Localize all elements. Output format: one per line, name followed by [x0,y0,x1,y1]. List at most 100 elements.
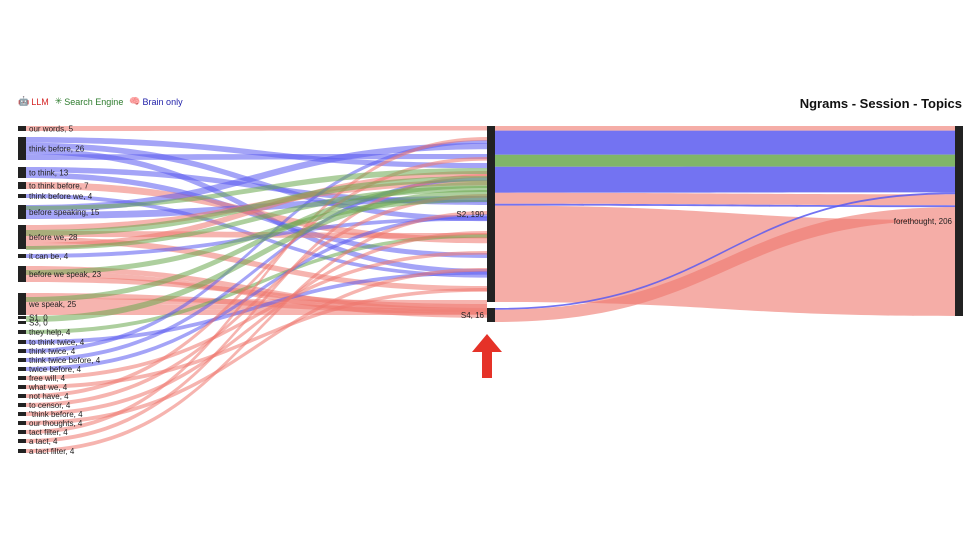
label-before-we-28: before we, 28 [29,233,78,242]
node-our-thoughts-4 [18,421,26,425]
node-free-will-4 [18,376,26,380]
legend-label-search-engine: Search Engine [64,96,124,107]
link-a-tact-4-35 [26,174,487,443]
label-our-thoughts-4: our thoughts, 4 [29,419,83,428]
node-to-censor-4 [18,403,26,407]
node-tact-filter-4 [18,430,26,434]
label-before-speaking-15: before speaking, 15 [29,208,100,217]
left-links [26,126,487,453]
label-our-words-5: our words, 5 [29,125,74,134]
link-think-before-26-1 [26,137,487,169]
brain-icon: 🧠 [129,96,141,106]
search-engine-icon: ✳ [54,96,63,106]
node-think-before-4 [18,412,26,416]
flow-s2-190-llm-4 [495,192,955,206]
label-s3-0: S3, 0 [29,319,48,328]
node-they-help-4 [18,330,26,334]
label-to-censor-4: to censor, 4 [29,401,71,410]
node-our-words-5 [18,126,26,131]
link-to-censor-4-31 [26,194,487,407]
label-they-help-4: they help, 4 [29,328,71,337]
label-think-before-we-4: think before we, 4 [29,192,93,201]
nodes [18,126,963,453]
link-search-engine-40 [26,182,487,302]
link-think-before-4-32 [26,231,487,416]
label-we-speak-25: we speak, 25 [28,300,77,309]
label-what-we-4: what we, 4 [28,383,68,392]
link-search-engine-39 [26,196,487,275]
flow-s4-16-brain-only-7 [495,192,955,310]
link-think-twice-before-4-26 [26,177,487,362]
label-think-before-4: "think before, 4 [29,410,83,419]
link-tact-filter-4-34 [26,137,487,434]
label-s1-0: S1, 0 [29,314,48,323]
node-to-think-13 [18,167,26,178]
label-twice-before-4: twice before, 4 [29,365,82,374]
node-think-before-26 [18,137,26,160]
label-think-twice-before-4: think twice before, 4 [29,356,101,365]
label-not-have-4: not have, 4 [29,392,69,401]
node-a-tact-4 [18,439,26,443]
link-twice-before-4-27 [26,214,487,371]
node-before-we-speak-23 [18,266,26,282]
label-free-will-4: free will, 4 [29,374,66,383]
node-twice-before-4 [18,367,26,371]
flow-s2-190-llm-0 [495,126,955,131]
chart-title: Ngrams - Session - Topics [799,96,962,111]
link-think-twice-4-25 [26,140,487,353]
node-s3-0 [18,321,26,324]
label-s4: S4, 16 [461,311,485,320]
legend-item-search-engine[interactable]: ✳ Search Engine [55,96,124,107]
label-think-twice-4: think twice, 4 [29,347,76,356]
red-arrow-up-icon [472,334,502,378]
label-a-tact-filter-4: a tact filter, 4 [29,447,75,456]
flow-s2-190-brain-only-3 [495,166,955,193]
node-s2 [487,126,495,302]
link-free-will-4-28 [26,251,487,380]
label-think-before-26: think before, 26 [29,145,85,154]
label-forethought: forethought, 206 [894,217,953,226]
link-we-speak-25-22 [26,309,487,315]
link-before-we-speak-23-16 [26,266,487,313]
legend-item-brain-only[interactable]: 🧠 Brain only [129,96,182,107]
legend: 🤖 LLM ✳ Search Engine 🧠 Brain only [18,96,183,107]
label-a-tact-4: a tact, 4 [29,437,58,446]
robot-icon: 🤖 [18,96,30,106]
node-we-speak-25 [18,293,26,315]
link-our-thoughts-4-33 [26,268,487,425]
link-think-before-26-4 [26,154,487,160]
right-links [495,126,955,322]
link-our-words-5-0 [26,126,487,131]
label-s2: S2, 190 [456,210,484,219]
label-before-we-speak-23: before we speak, 23 [29,270,102,279]
link-search-engine-41 [26,168,487,210]
legend-label-llm: LLM [31,96,49,107]
link-what-we-4-29 [26,288,487,389]
link-a-tact-filter-4-36 [26,211,487,453]
node-before-speaking-15 [18,205,26,219]
link-not-have-4-30 [26,157,487,398]
node-to-think-twice-4 [18,340,26,344]
node-s4 [487,308,495,322]
node-think-twice-before-4 [18,358,26,362]
node-a-tact-filter-4 [18,449,26,453]
legend-item-llm[interactable]: 🤖 LLM [18,96,49,107]
node-not-have-4 [18,394,26,398]
flow-s2-190-brain-only-1 [495,130,955,155]
node-s1-0 [18,316,26,319]
link-before-we-28-13 [26,237,487,292]
label-to-think-twice-4: to think twice, 4 [29,338,85,347]
node-forethought [955,126,963,316]
node-to-think-before-7 [18,182,26,189]
link-search-engine-37 [26,176,487,236]
link-before-we-28-14 [26,171,487,249]
node-think-before-we-4 [18,194,26,198]
node-before-we-28 [18,225,26,249]
link-to-think-13-5 [26,167,487,205]
legend-label-brain-only: Brain only [142,96,183,107]
link-before-speaking-15-9 [26,143,487,212]
link-search-engine-42 [26,190,487,322]
flow-s2-190-search-engine-2 [495,154,955,167]
node-it-can-be-4 [18,254,26,258]
